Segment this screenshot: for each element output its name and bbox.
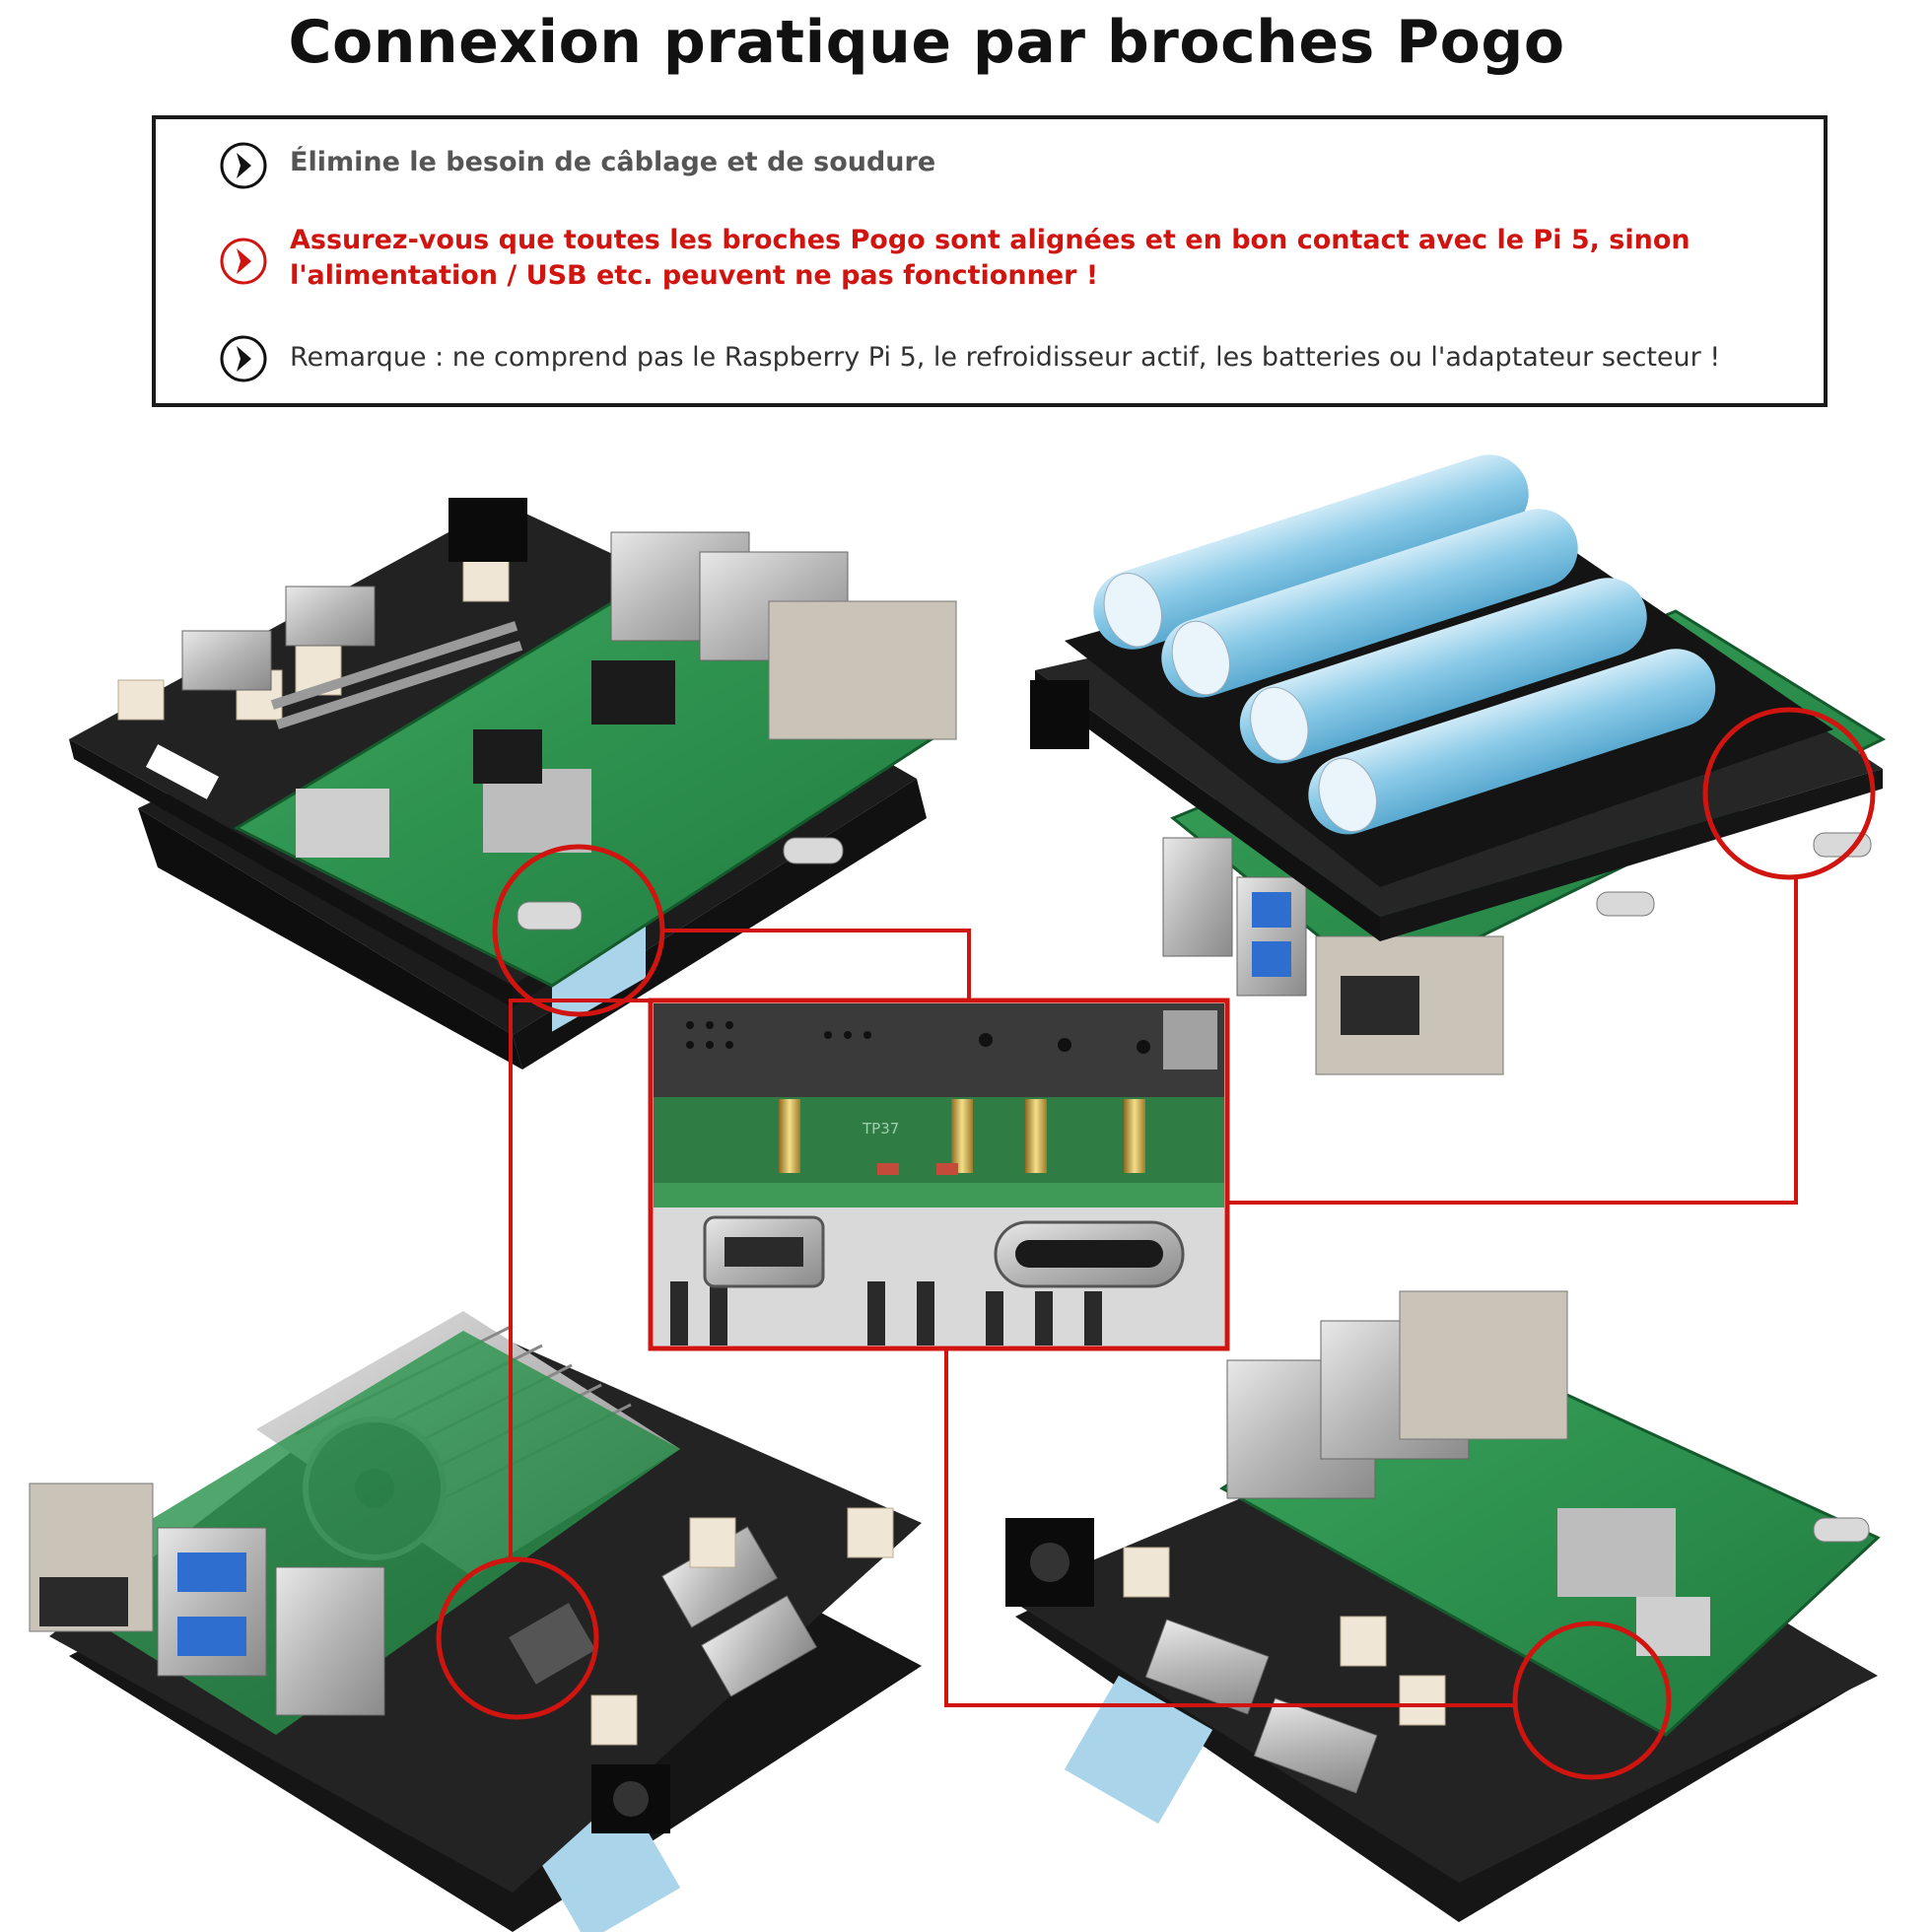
note-item-warning: Assurez-vous que toutes les broches Pogo…	[219, 223, 1757, 294]
note-text: Élimine le besoin de câblage et de soudu…	[290, 147, 936, 177]
chevron-right-circle-red-icon	[220, 238, 267, 285]
page-title: Connexion pratique par broches Pogo	[288, 8, 1565, 77]
note-item: Élimine le besoin de câblage et de soudu…	[219, 141, 935, 190]
notice-box: Élimine le besoin de câblage et de soudu…	[152, 115, 1828, 407]
assembly-top-left	[69, 498, 957, 1070]
assembly-top-right	[1030, 454, 1887, 1075]
note-text: Remarque : ne comprend pas le Raspberry …	[290, 342, 1721, 373]
note-text-warning: Assurez-vous que toutes les broches Pogo…	[290, 225, 1690, 291]
callout-lines	[509, 877, 1798, 1707]
pogo-pin-closeup: TP37	[648, 998, 1230, 1351]
battery-cells	[1093, 454, 1716, 835]
tp37-label: TP37	[862, 1120, 899, 1138]
chevron-right-circle-icon	[220, 142, 267, 189]
assembly-bottom-left	[29, 1311, 922, 1932]
assembly-bottom-right	[1005, 1290, 1881, 1922]
chevron-right-circle-icon	[220, 335, 267, 382]
note-item: Remarque : ne comprend pas le Raspberry …	[219, 334, 1720, 383]
